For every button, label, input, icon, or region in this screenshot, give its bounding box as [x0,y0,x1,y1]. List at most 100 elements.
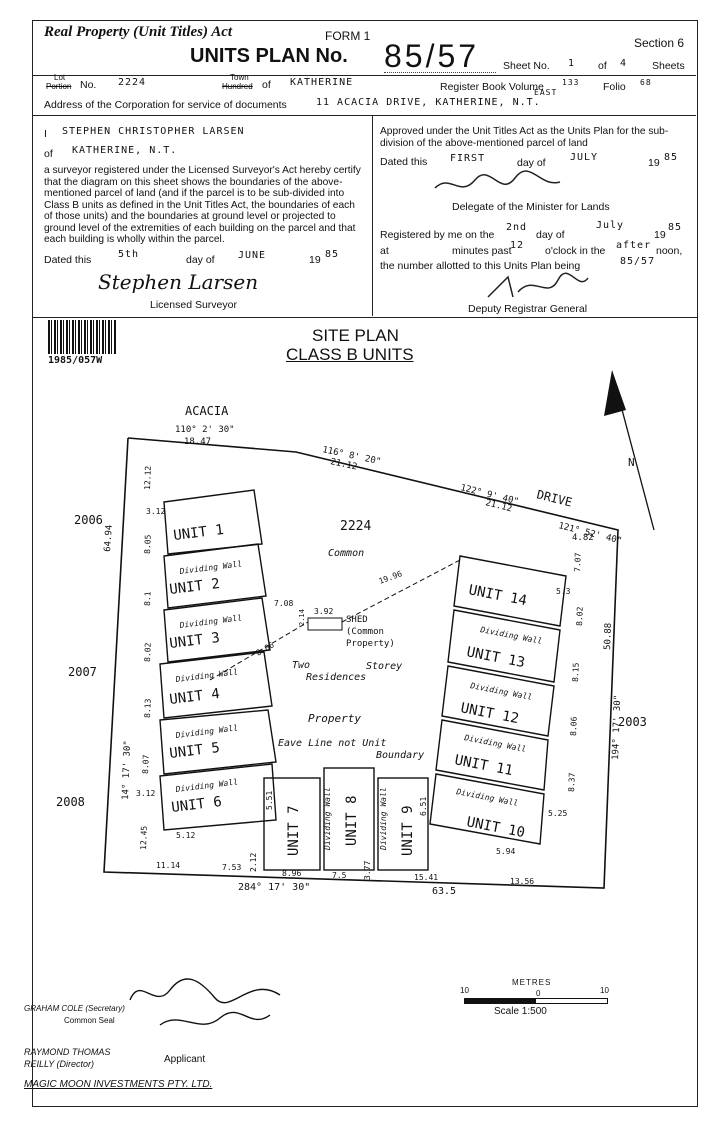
address-insert: EAST [534,88,558,97]
delegate-label: Delegate of the Minister for Lands [452,201,610,213]
right-units [429,555,567,845]
north-arrow-icon [604,370,655,531]
applicant-name-2: RAYMOND THOMAS [24,1047,111,1057]
town-of-label: of [262,79,271,91]
dashed-line-right [341,559,461,623]
surveyor-name: STEPHEN CHRISTOPHER LARSEN [62,126,245,137]
plan-subtitle: CLASS B UNITS [286,345,414,364]
approval-dated-label: Dated this [380,156,428,168]
approval-text: Approved under the Unit Titles Act as th… [380,126,669,149]
town-value: KATHERINE [290,77,354,88]
dividing-wall-label: Dividing Wall [379,787,388,851]
registrar-label: Deputy Registrar General [468,303,588,315]
barcode [48,320,116,354]
plan-number: 85/57 [384,38,480,74]
registrar-signature-mark [487,272,589,298]
unit-2-label: UNIT 2 [169,576,221,598]
adj-lot-2008: 2008 [56,795,85,809]
scale-right: 10 [600,986,609,995]
surveyor-day-of-label: day of [186,254,215,266]
reg-period: after [616,240,652,251]
shed-label: SHED [346,615,368,625]
bearing-7: 194° 17' 30" [611,695,623,760]
adj-lot-2006: 2006 [74,513,103,527]
two-label: Two [292,660,310,671]
bearing-6: 14° 17' 30" [121,740,133,800]
dim-label: 7.07 [573,552,583,572]
form-number: FORM 1 [325,29,371,43]
shed-sub1: (Common [346,627,384,637]
dim-label: 13.56 [510,877,534,886]
barcode-text: 1985/057W [48,355,103,366]
reg-year-prefix: 19 [654,229,666,241]
dim-label: 12.45 [139,826,149,851]
approval-day-of-label: day of [517,157,546,169]
folio-value: 68 [640,78,652,87]
sheets-label: Sheets [652,60,685,72]
dim-label: 5.25 [548,809,567,818]
dim-label: 3.77 [363,861,372,880]
dim-label: 11.14 [156,861,180,870]
approval-year-prefix: 19 [648,157,660,169]
dividing-wall-label: Dividing Wall [323,787,332,851]
volume-label: Register Book Volume [440,81,544,93]
unit-6-label: UNIT 6 [171,794,223,816]
surveyor-year-prefix: 19 [309,254,321,266]
common-label: Common [328,548,364,559]
eave-line-label: Eave Line not Unit [278,738,386,749]
scale-mid: 0 [536,989,541,998]
scale-metres: METRES [512,978,552,987]
reg-hour: 12 [510,240,525,251]
lot-number: 2224 [118,77,147,88]
scale-left: 10 [460,986,469,995]
lot-number-label: 2224 [340,519,371,534]
delegate-signature-mark [434,170,561,189]
parcel-boundary [103,437,619,889]
adj-lot-2007: 2007 [68,665,97,679]
north-label: N [628,456,635,469]
dim-label: 2.12 [249,853,258,872]
address-value: 11 ACACIA DRIVE, KATHERINE, N.T. [316,97,541,108]
dim-label: 5.12 [176,831,195,840]
dim-label: 8.96 [282,869,301,878]
shed-outline [307,617,343,631]
of-label: of [598,60,607,72]
unit-8-label: UNIT 8 [344,795,360,846]
residences-label: Residences [306,672,366,683]
surveyor-day: 5th [118,249,140,260]
reg-day-of: day of [536,229,565,241]
dim-label: 3.12 [146,507,165,516]
approval-day: FIRST [450,153,486,164]
sheet-label: Sheet No. [503,60,550,72]
dim-label: 8.02 [143,642,153,662]
reg-year: 85 [668,222,683,233]
dim-label: 8.37 [567,772,577,792]
unit-4-label: UNIT 4 [169,686,221,708]
noon-label: noon, [656,245,683,257]
applicant-label: Applicant [164,1054,206,1065]
sheet-total: 4 [620,58,628,69]
bottom-units [263,767,429,871]
approval-month: JULY [570,152,599,163]
storey-label: Storey [366,661,402,672]
dim-label: 2.14 [298,609,306,626]
unit-1-label: UNIT 1 [173,522,225,544]
reg-number: 85/57 [620,256,656,267]
bearing-4-dist: 4.82 [572,533,594,543]
i-label: I [44,128,47,140]
surveyor-year: 85 [325,249,340,260]
number-label: the number allotted to this Units Plan b… [380,260,581,272]
folio-label: Folio [603,81,626,93]
dist-left: 64.94 [103,524,115,552]
reg-month: July [596,220,625,231]
applicant-signatures [129,978,281,1026]
left-units [159,489,277,831]
common-seal-label: Common Seal [64,1016,115,1025]
certification-text: a surveyor registered under the Licensed… [44,165,361,245]
dim-label: 12.12 [143,466,153,491]
portion-label: Portion [46,82,72,91]
dist-right: 50.88 [603,623,614,650]
dim-label: 8.02 [575,606,585,626]
surveyor-month: JUNE [238,250,267,261]
hundred-label: Hundred [222,82,253,91]
